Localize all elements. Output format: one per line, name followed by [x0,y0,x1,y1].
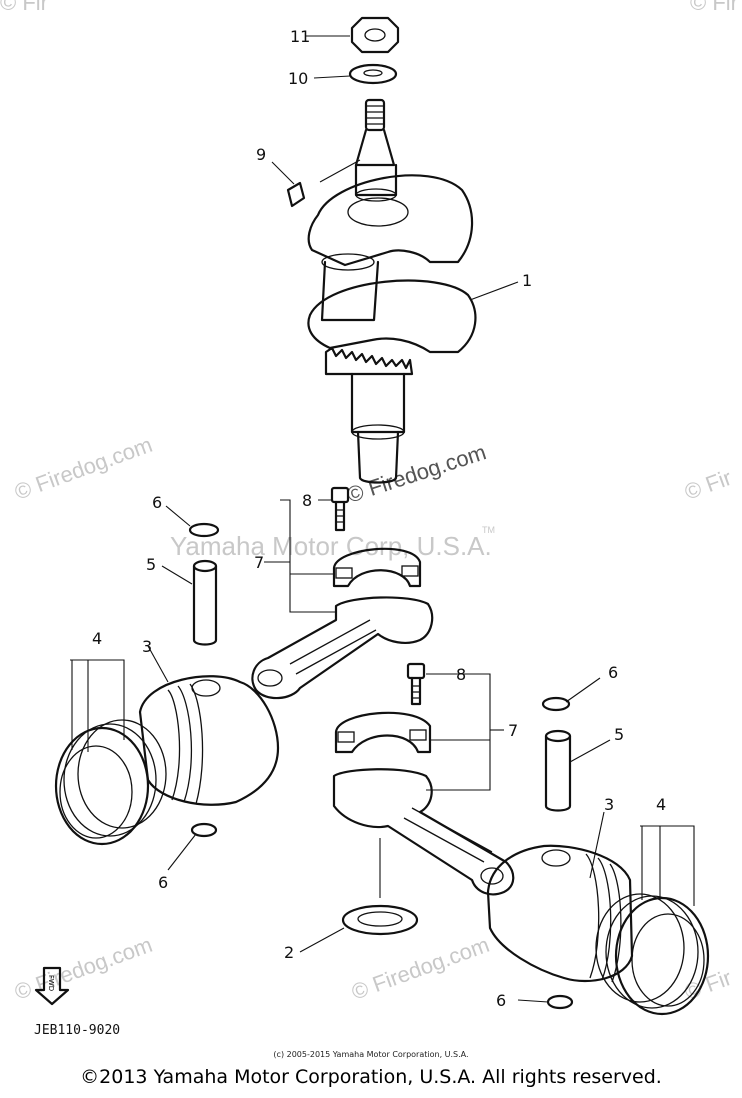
rod-cap-upper-part [332,547,422,588]
fwd-arrow-icon: FWD [34,966,70,1006]
callout-11: 11 [290,27,310,46]
callout-9: 9 [256,145,266,164]
callout-4-left: 4 [92,629,102,648]
watermark-firedog-bottom-mid: © Firedog.com [348,932,492,1005]
callout-5-left: 5 [146,555,156,574]
piston-pin-left-part [192,559,218,646]
circlip-left-top-part [188,522,220,538]
woodruff-key-part [286,181,306,208]
circlip-right-bottom-part [546,994,574,1010]
piston-left-part [138,675,280,806]
copyright-notice: ©2013 Yamaha Motor Corporation, U.S.A. A… [80,1066,662,1088]
callout-6-left-bottom: 6 [158,873,168,892]
watermark-firedog-top-left: © Fir [0,0,48,15]
diagram-credit: (c) 2005-2015 Yamaha Motor Corporation, … [273,1050,468,1059]
washer-part [348,63,398,85]
watermark-firedog-right: © Fir [681,465,735,505]
connecting-rod-lower-part [332,768,515,896]
leader-lines [70,35,695,1003]
watermark-yamaha: Yamaha Motor Corp, U.S.A. [170,531,492,561]
watermark-firedog-bottom-left: © Firedog.com [11,932,155,1005]
thrust-washer-part [341,904,419,936]
connecting-rod-upper-part [251,596,434,700]
callout-3-right: 3 [604,795,614,814]
callout-10: 10 [288,69,308,88]
watermark-firedog-top-right: © Fir [690,0,738,15]
circlip-left-bottom-part [190,822,218,838]
piston-right-part [486,844,634,983]
callout-6-right-top: 6 [608,663,618,682]
nut-part [350,16,400,54]
callout-8-lower: 8 [456,665,466,684]
watermark-firedog-left: © Firedog.com [11,432,155,505]
watermark-tm: TM [482,525,495,535]
callout-8-upper: 8 [302,491,312,510]
circlip-right-top-part [541,696,571,712]
callout-1: 1 [522,271,532,290]
callout-7-upper: 7 [254,553,264,572]
watermark-layer: © Fir © Fir © Firedog.com © Fir Yamaha M… [0,0,738,1005]
callout-6-left-top: 6 [152,493,162,512]
callout-5-right: 5 [614,725,624,744]
callout-4-right: 4 [656,795,666,814]
piston-rings-right-part [595,893,710,1016]
fwd-arrow-label: FWD [47,975,55,991]
crankshaft-part [307,98,477,484]
rod-bolt-upper-part [330,486,350,532]
callout-7-lower: 7 [508,721,518,740]
piston-rings-left-part [54,719,167,846]
rod-bolt-lower-part [406,662,426,706]
piston-pin-right-part [544,729,572,812]
callout-3-left: 3 [142,637,152,656]
drawing-code: JEB110-9020 [34,1023,120,1038]
watermark-firedog-center: © Firedog.com [344,439,489,507]
rod-cap-lower-part [334,711,432,754]
callout-2: 2 [284,943,294,962]
callout-6-right-bottom: 6 [496,991,506,1010]
callout-numbers: 11 10 9 1 8 7 6 5 4 3 6 8 7 6 5 3 4 2 6 [92,27,666,1010]
